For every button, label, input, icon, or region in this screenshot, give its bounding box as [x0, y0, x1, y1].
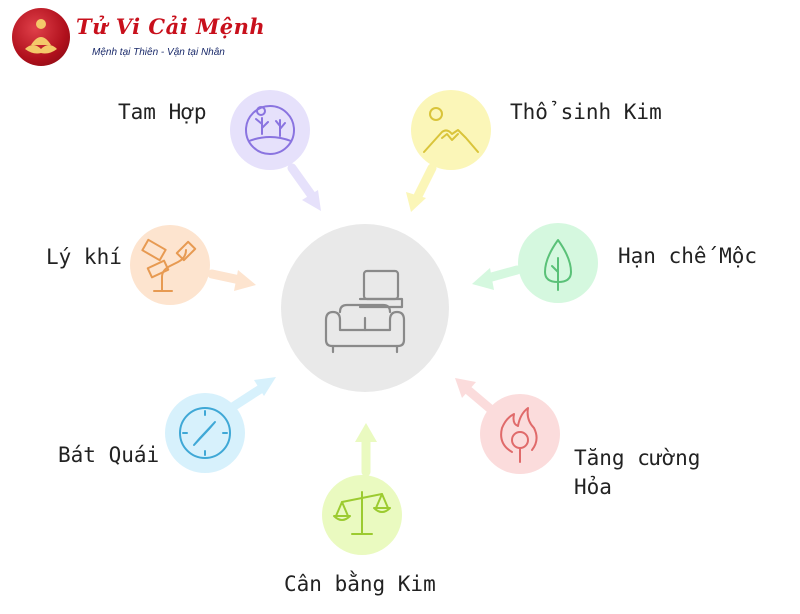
arrow-han-che-moc	[472, 265, 522, 290]
arrow-bat-quai	[223, 377, 276, 415]
node-tang-cuong-hoa	[480, 394, 560, 474]
fire-icon	[500, 407, 538, 463]
compass-icon	[179, 407, 231, 459]
arrow-tho-sinh-kim	[406, 163, 437, 212]
signpost-icon	[141, 238, 197, 292]
brand-name: Tử Vi Cải Mệnh	[76, 14, 266, 39]
node-bat-quai	[165, 393, 245, 473]
label-tam-hop: Tam Hợp	[118, 100, 207, 124]
node-can-bang-kim	[322, 475, 402, 555]
label-bat-quai: Bát Quái	[58, 443, 160, 467]
node-tho-sinh-kim	[411, 90, 491, 170]
sofa-icon	[324, 269, 406, 354]
arrow-can-bang-kim	[355, 423, 377, 477]
brand-slogan: Mệnh tại Thiên - Vận tại Nhân	[92, 47, 225, 58]
label-tang-cuong-hoa-line2: Hỏa	[574, 475, 612, 499]
lotus-buddha-icon	[12, 8, 70, 66]
scale-icon	[333, 491, 391, 535]
label-tang-cuong-hoa-line1: Tăng cường	[574, 446, 701, 470]
arrow-tang-cuong-hoa	[455, 378, 499, 417]
mountain-sun-icon	[423, 107, 479, 153]
node-han-che-moc	[518, 223, 598, 303]
label-tho-sinh-kim: Thổ sinh Kim	[510, 100, 662, 124]
label-ly-khi: Lý khí	[46, 245, 122, 269]
center-node	[281, 224, 449, 392]
node-tam-hop	[230, 90, 310, 170]
label-can-bang-kim: Cân bằng Kim	[284, 572, 436, 596]
node-ly-khi	[130, 225, 210, 305]
brand-logo[interactable]: Tử Vi Cải Mệnh Mệnh tại Thiên - Vận tại …	[6, 6, 265, 66]
label-han-che-moc: Hạn chế Mộc	[618, 244, 758, 268]
landscape-icon	[245, 105, 295, 155]
tree-icon	[544, 239, 572, 291]
arrow-tam-hop	[287, 163, 321, 211]
arrow-ly-khi	[207, 269, 256, 291]
